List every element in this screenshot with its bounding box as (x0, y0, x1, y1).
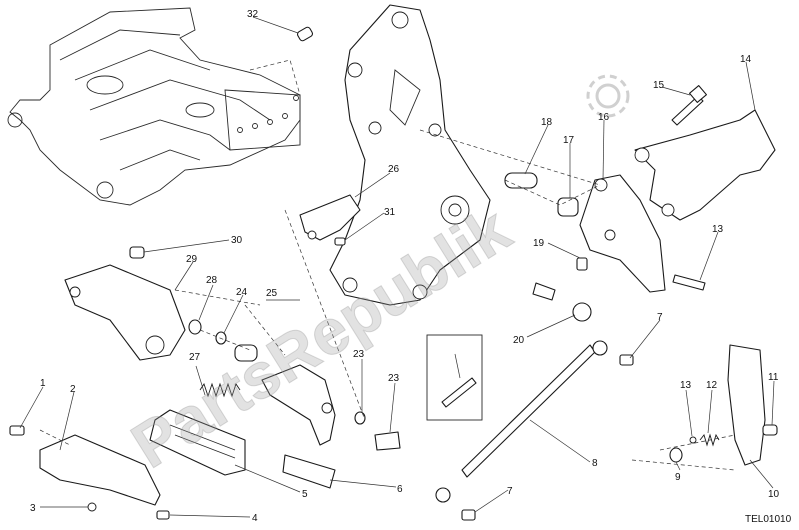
callout-8: 8 (592, 458, 598, 469)
part-11-bolt (762, 424, 778, 436)
callout-2: 2 (70, 384, 76, 395)
part-7-screw-upper (619, 354, 634, 366)
callout-29: 30 (231, 235, 243, 246)
part-32-bolt (296, 26, 314, 42)
part-10-passenger-peg (727, 344, 766, 466)
part-5-footpeg (149, 409, 246, 476)
callout-14: 13 (712, 224, 724, 235)
callout-17: 16 (598, 112, 610, 123)
part-25-pin (234, 344, 258, 362)
callout-30: 31 (384, 207, 396, 218)
part-4-screw (156, 510, 170, 520)
part-23-washer (215, 331, 227, 345)
part-6-rubber (282, 454, 336, 489)
callout-26: 27 (189, 352, 201, 363)
callouts: 32 15 14 16 18 17 26 31 13 30 19 29 28 2… (30, 9, 792, 525)
part-13-ball (689, 436, 697, 444)
footpeg-hanger-plate (329, 4, 491, 306)
part-26-spring (199, 382, 241, 398)
callout-32: 32 (247, 9, 259, 20)
part-17-bracket (579, 174, 666, 293)
part-15-heel-guard (634, 109, 776, 221)
callout-24: 26 (388, 164, 400, 175)
callout-18: 17 (563, 135, 575, 146)
callout-27: 28 (206, 275, 218, 286)
part-20-screw (576, 257, 588, 271)
part-28-passenger-bracket (64, 264, 186, 361)
callout-4: 4 (252, 513, 258, 524)
part-18-spacer (557, 197, 579, 217)
part-16-bolt (671, 84, 708, 126)
part-24-bracket (299, 194, 361, 241)
callout-21: 20 (513, 335, 525, 346)
callout-10: 10 (768, 489, 780, 500)
part-23b-washer (354, 411, 366, 425)
callout-23-upper: 24 (236, 287, 248, 298)
part-22-bolt (374, 431, 401, 451)
callout-23-lower: 23 (353, 349, 365, 360)
reference-code: TEL01010 (745, 514, 792, 525)
part-19-bushing (504, 172, 538, 189)
gear-icon (586, 74, 630, 118)
part-9-washer (669, 447, 683, 463)
part-31-kit-box (426, 334, 483, 421)
callout-20: 19 (533, 238, 545, 249)
callout-7-upper: 7 (657, 312, 663, 323)
part-7-screw-lower (461, 509, 476, 521)
part-3-clip (87, 502, 97, 512)
callout-25: 25 (266, 288, 278, 299)
part-27-washer (188, 319, 202, 335)
part-1-screw (9, 425, 25, 436)
part-29-screw (129, 246, 145, 259)
callout-15: 14 (740, 54, 752, 65)
callout-28: 29 (186, 254, 198, 265)
callout-22: 23 (388, 373, 400, 384)
part-30-screw (334, 237, 346, 246)
part-8-shift-rod (435, 340, 608, 503)
rear-subframe (7, 7, 301, 206)
part-shift-pedal (261, 364, 336, 446)
callout-6: 6 (397, 484, 403, 495)
callout-7-lower: 7 (507, 486, 513, 497)
callout-16: 15 (653, 80, 665, 91)
callout-13: 13 (680, 380, 692, 391)
callout-1: 1 (40, 378, 46, 389)
callout-5: 5 (302, 489, 308, 500)
callout-12: 12 (706, 380, 718, 391)
callout-11: 11 (768, 372, 779, 383)
part-2-heel-guard (39, 434, 161, 506)
part-14-bolt (672, 274, 706, 291)
callout-9: 9 (675, 472, 681, 483)
callout-19: 18 (541, 117, 553, 128)
leader-lines (19, 16, 775, 518)
part-21-rod-end (532, 282, 592, 322)
callout-3: 3 (30, 503, 36, 514)
